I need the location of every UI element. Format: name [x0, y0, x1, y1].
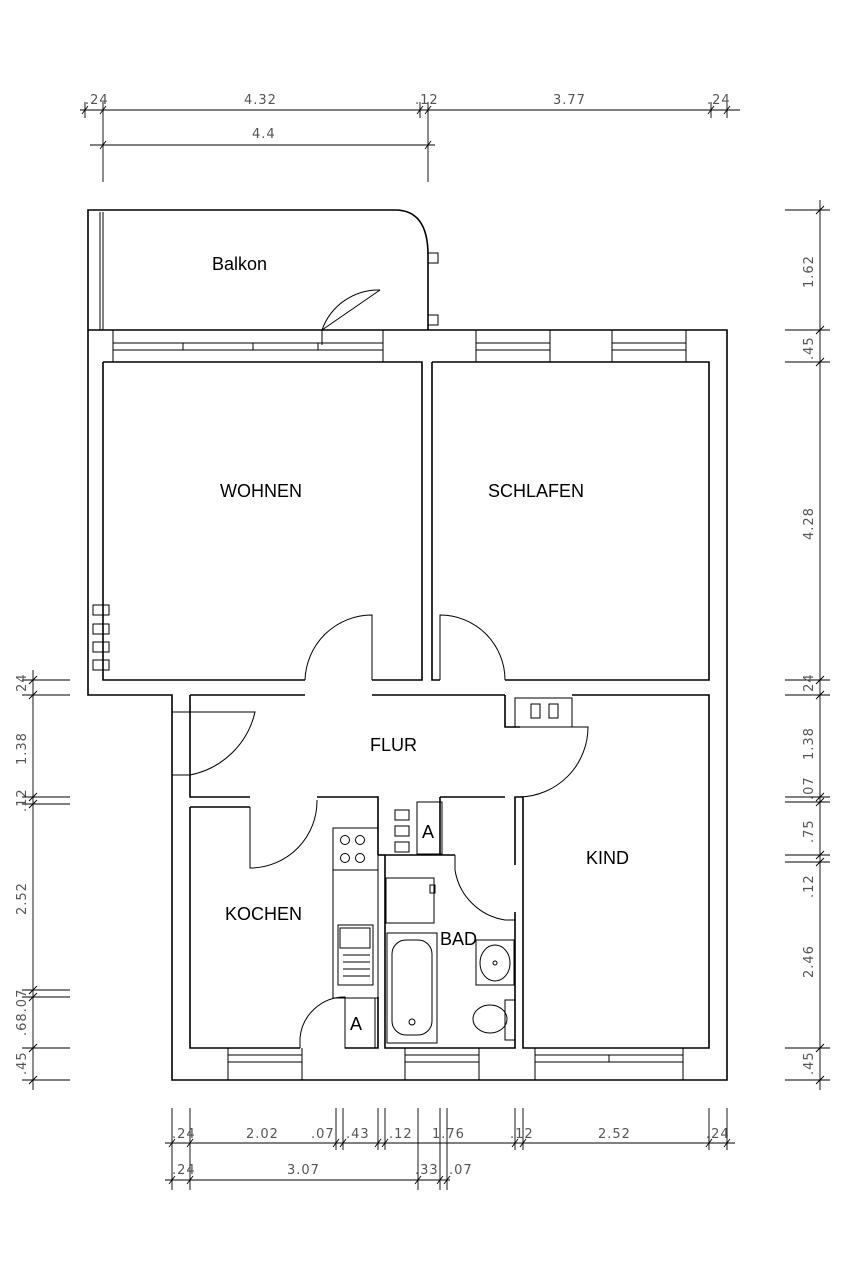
- dim-right-8: .12: [802, 874, 817, 898]
- label-kochen: KOCHEN: [225, 904, 302, 924]
- dim-left-1: .24: [15, 673, 30, 697]
- dim-bottom-7: .12: [510, 1127, 534, 1142]
- dim-bottom-8: 2.52: [598, 1127, 631, 1142]
- dim-bottom-row2-2: 3.07: [287, 1163, 320, 1178]
- dim-bottom-row2-1: .24: [172, 1163, 196, 1178]
- dimensions-right: 1.62 .45 4.28 .24 1.38 .07 .75 .12 2.46 …: [785, 200, 830, 1090]
- dim-bottom-3: .07: [311, 1127, 335, 1142]
- dim-top-3: .12: [415, 93, 439, 108]
- dimensions-left: .24 1.38 .12 2.52 .68.07 .45: [15, 670, 70, 1090]
- walls: [87, 209, 728, 1081]
- dim-left-4: 2.52: [15, 882, 30, 915]
- label-a-top: A: [422, 822, 434, 842]
- label-schlafen: SCHLAFEN: [488, 481, 584, 501]
- dim-right-1: 1.62: [802, 255, 817, 288]
- dim-right-2: .45: [802, 336, 817, 360]
- dim-right-9: 2.46: [802, 945, 817, 978]
- dim-right-10: .45: [802, 1051, 817, 1075]
- dim-right-3: 4.28: [802, 507, 817, 540]
- dim-right-7: .75: [802, 819, 817, 843]
- dim-right-6: .07: [802, 776, 817, 800]
- label-a-bottom: A: [350, 1014, 362, 1034]
- label-flur: FLUR: [370, 735, 417, 755]
- room-labels: Balkon WOHNEN SCHLAFEN FLUR KOCHEN BAD K…: [212, 254, 629, 1034]
- dim-top-5: .24: [707, 93, 731, 108]
- dim-right-5: 1.38: [802, 727, 817, 760]
- dim-left-5: .68.07: [15, 989, 30, 1036]
- fixtures: [92, 604, 573, 1049]
- dim-bottom-5: .12: [389, 1127, 413, 1142]
- dim-bottom-9: .24: [706, 1127, 730, 1142]
- dim-left-6: .45: [15, 1051, 30, 1075]
- dim-bottom-4: .43: [346, 1127, 370, 1142]
- dim-top-1: .24: [85, 93, 109, 108]
- dim-bottom-row2-4: .07: [449, 1163, 473, 1178]
- dim-bottom-2: 2.02: [246, 1127, 279, 1142]
- dimensions-top: .24 4.32 .12 3.77 .24 4.4: [80, 93, 740, 182]
- label-wohnen: WOHNEN: [220, 481, 302, 501]
- dim-left-2: 1.38: [15, 732, 30, 765]
- doors: [172, 252, 589, 1048]
- label-balkon: Balkon: [212, 254, 267, 274]
- dim-left-3: .12: [15, 788, 30, 812]
- dim-right-4: .24: [802, 673, 817, 697]
- dim-bottom-row2-3: .33: [415, 1163, 439, 1178]
- windows: [112, 330, 687, 1080]
- dim-top-2: 4.32: [244, 93, 277, 108]
- dimensions-bottom: .24 2.02 .07 .43 .12 1.76 .12 2.52 .24 .…: [165, 1108, 735, 1190]
- dim-bottom-6: 1.76: [432, 1127, 465, 1142]
- dim-top-row2: 4.4: [252, 127, 276, 142]
- dim-top-4: 3.77: [553, 93, 586, 108]
- dim-bottom-1: .24: [172, 1127, 196, 1142]
- label-bad: BAD: [440, 929, 477, 949]
- label-kind: KIND: [586, 848, 629, 868]
